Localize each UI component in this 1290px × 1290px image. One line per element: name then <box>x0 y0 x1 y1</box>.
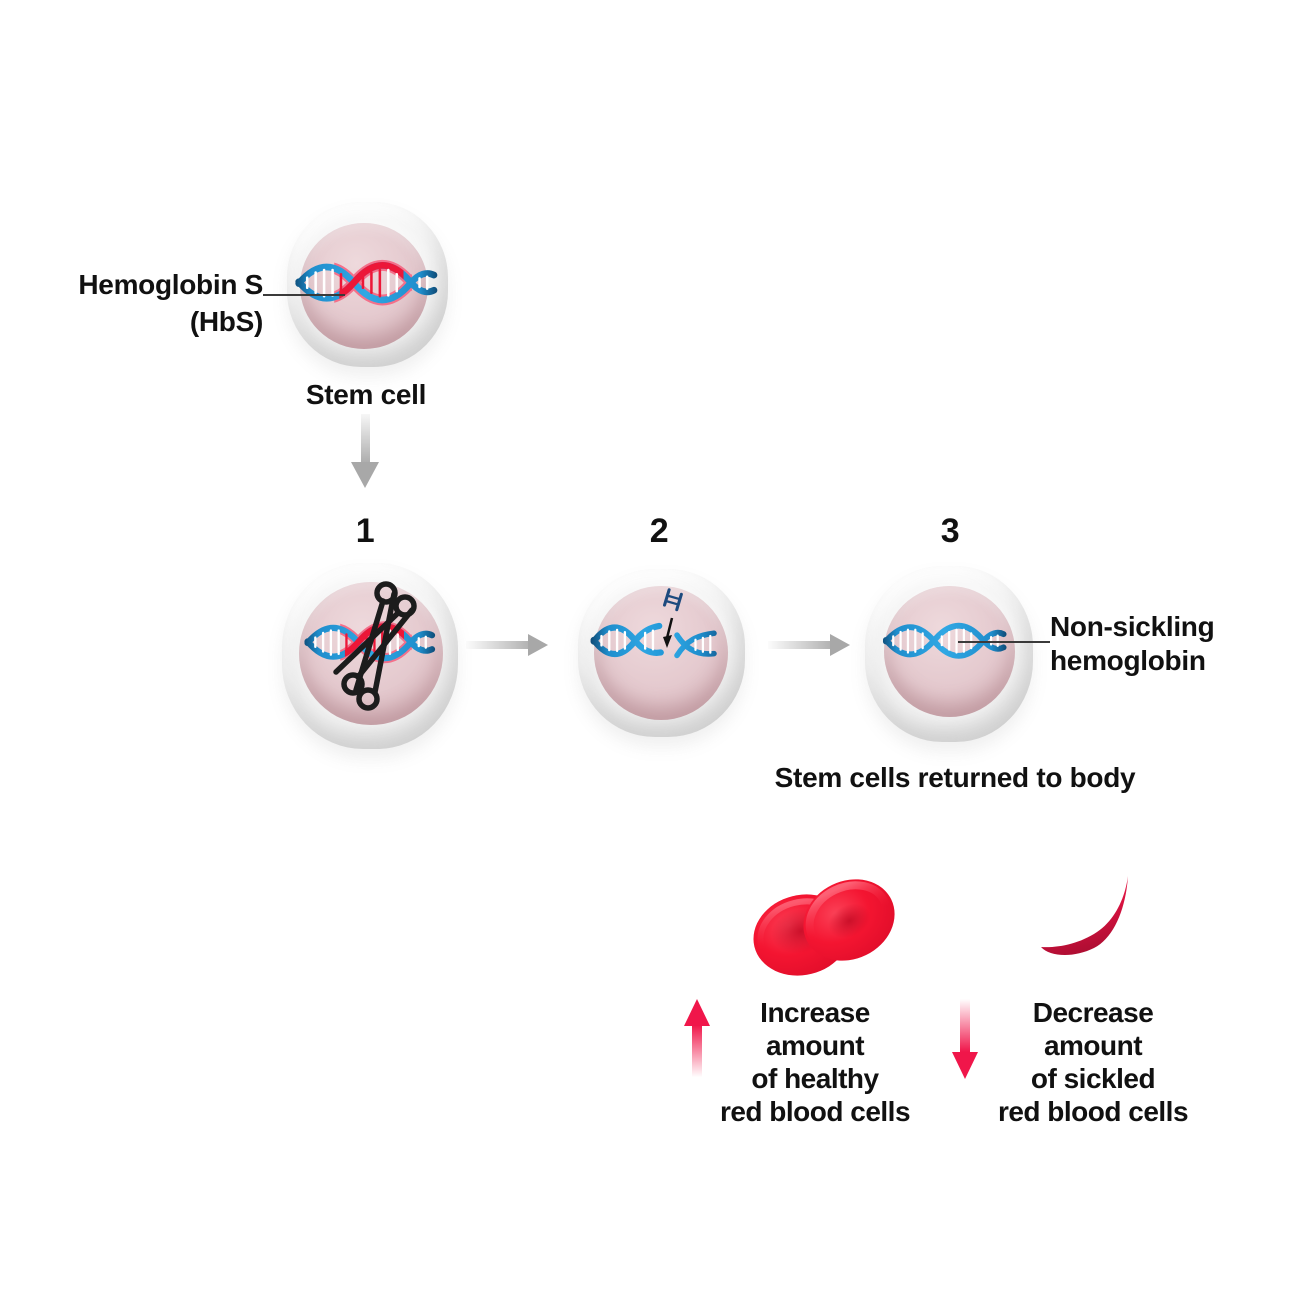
increase-line2: of healthy <box>751 1063 879 1094</box>
nonsickling-leader-line <box>958 641 1050 643</box>
cut-dna-left-icon <box>589 615 667 665</box>
red-up-arrow <box>692 1025 702 1080</box>
stem-cell-label: Stem cell <box>305 379 427 410</box>
red-down-arrow <box>960 996 970 1052</box>
hbs-dna-icon <box>292 253 439 314</box>
increase-label: Increase amount of healthy red blood cel… <box>710 996 920 1128</box>
red-up-arrow-head <box>684 999 710 1026</box>
nonsickling-line1: Non-sickling <box>1050 611 1215 642</box>
increase-line3: red blood cells <box>719 1096 911 1127</box>
step-number-3: 3 <box>940 512 960 550</box>
insertion-arrow-icon <box>663 617 674 648</box>
decrease-label: Decrease amount of sickled red blood cel… <box>985 996 1201 1128</box>
nonsickling-line2: hemoglobin <box>1050 645 1206 676</box>
step-number-1: 1 <box>355 512 375 550</box>
gray-down-arrow <box>361 414 370 464</box>
scissors-icon <box>333 581 417 711</box>
healthy-rbc-icon <box>753 879 895 976</box>
gray-down-arrow-head <box>351 462 379 488</box>
sickled-rbc-icon <box>1041 876 1128 956</box>
gray-right-arrow-1-head <box>528 634 548 656</box>
hbs-annotation-line2: (HbS) <box>189 306 263 337</box>
hbs-annotation: Hemoglobin S (HbS) <box>60 266 263 340</box>
gray-right-arrow-2 <box>768 641 830 649</box>
increase-line1: Increase amount <box>760 997 870 1061</box>
returned-caption: Stem cells returned to body <box>774 762 1136 793</box>
decrease-line1: Decrease amount <box>1032 997 1154 1061</box>
hbs-leader-line <box>263 294 345 296</box>
decrease-line3: red blood cells <box>997 1096 1189 1127</box>
hbs-annotation-line1: Hemoglobin S <box>78 269 263 300</box>
gray-right-arrow-1 <box>466 641 528 649</box>
gray-right-arrow-2-head <box>830 634 850 656</box>
step-number-2: 2 <box>649 512 669 550</box>
decrease-line2: of sickled <box>1030 1063 1156 1094</box>
red-down-arrow-head <box>952 1052 978 1079</box>
nonsickling-annotation: Non-sickling hemoglobin <box>1050 610 1280 678</box>
